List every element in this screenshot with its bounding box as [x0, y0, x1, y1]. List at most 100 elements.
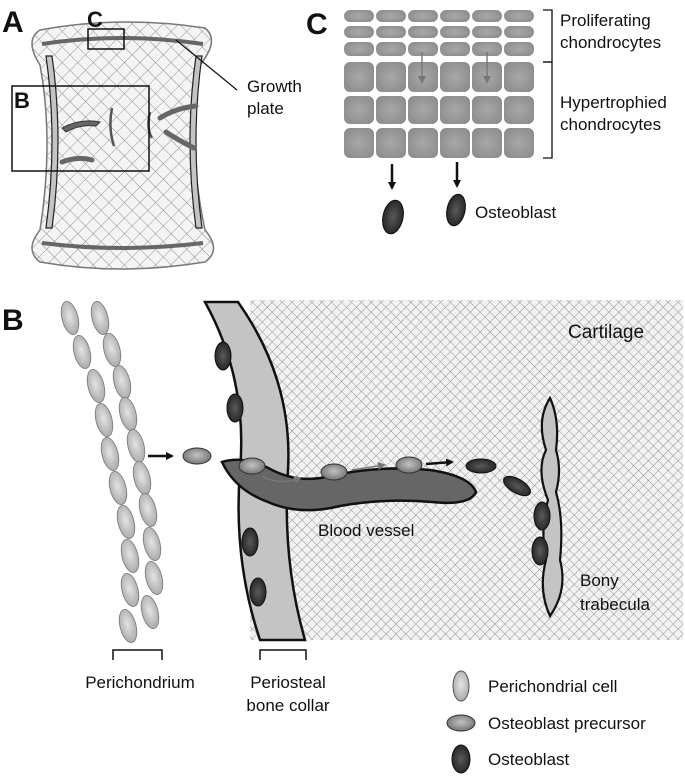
box-b-label: B	[14, 88, 30, 113]
chondrocyte-r0-c0	[344, 10, 374, 22]
collar-osteoblast-4	[249, 577, 267, 607]
chondrocyte-r4-c3	[440, 96, 470, 124]
perichondrial-cell-1-4	[126, 428, 146, 464]
perichondrial-cell-1-1	[102, 332, 122, 368]
chondrocyte-r1-c0	[344, 26, 374, 38]
perichondrial-cell-0-7	[120, 538, 140, 574]
legend-perichondrial-label: Perichondrial cell	[488, 677, 617, 696]
collar-left	[45, 55, 59, 229]
perichondrial-cell-0-9	[118, 608, 138, 644]
legend-perichondrial-swatch	[452, 670, 470, 702]
chondrocyte-r5-c4	[472, 128, 502, 158]
chondrocyte-r1-c2	[408, 26, 438, 38]
proliferating-label-1: Proliferating	[560, 11, 651, 30]
precursor-b-3	[320, 463, 348, 481]
legend-precursor-swatch	[446, 714, 476, 732]
legend-osteoblast-swatch	[451, 744, 471, 774]
growth-plate-bottom	[41, 241, 204, 250]
hypertrophied-label-1: Hypertrophied	[560, 93, 667, 112]
growth-plate-label-1: Growth	[247, 77, 302, 96]
chondrocyte-r5-c5	[504, 128, 534, 158]
growth-plate-top	[41, 36, 204, 46]
osteoblast-c-2	[446, 193, 466, 227]
chondrocyte-r1-c1	[376, 26, 406, 38]
vessel-a-3	[109, 107, 116, 147]
periosteal-label-1: Periosteal	[250, 673, 326, 692]
panel-a-label: A	[2, 6, 24, 39]
chondrocyte-r5-c0	[344, 128, 374, 158]
panel-c: C Proliferating chondrocytes Hypertrophi…	[306, 8, 667, 235]
differentiation-arrow	[425, 458, 454, 467]
chondrocyte-r3-c2	[408, 62, 438, 92]
chondrocyte-r5-c3	[440, 128, 470, 158]
vessel-a-2	[59, 155, 95, 165]
bony-trabecula	[540, 395, 564, 619]
chondrocyte-r4-c2	[408, 96, 438, 124]
perichondrial-cell-1-9	[140, 594, 160, 630]
chondrocyte-r0-c3	[440, 10, 470, 22]
perichondrial-cell-1-8	[144, 560, 164, 596]
bony-trabecula-label-2: trabecula	[580, 595, 650, 614]
long-bone-outline	[31, 21, 215, 270]
perichondrial-cell-0-1	[72, 334, 92, 370]
collar-osteoblast-3	[241, 527, 259, 557]
perichondrial-cell-0-6	[116, 504, 136, 540]
chondrocyte-r0-c5	[504, 10, 534, 22]
chondrocyte-r1-c4	[472, 26, 502, 38]
osteoblast-b-4	[531, 536, 549, 566]
bracket-perichondrium	[112, 649, 163, 660]
bony-trabecula-label-1: Bony	[580, 571, 619, 590]
chondrocyte-r2-c3	[440, 42, 470, 56]
chondrocyte-r0-c2	[408, 10, 438, 22]
perichondrial-cell-0-0	[60, 300, 80, 336]
precursor-b-2	[238, 457, 266, 475]
panel-a: A C B Growth plate	[2, 6, 302, 270]
hypertrophied-label-2: chondrocytes	[560, 115, 661, 134]
chondrocyte-r5-c2	[408, 128, 438, 158]
collar-right	[189, 55, 203, 229]
chondrocyte-r4-c0	[344, 96, 374, 124]
bracket-proliferating	[543, 9, 553, 63]
collar-osteoblast-1	[214, 341, 232, 371]
box-c-indicator	[87, 28, 125, 50]
perichondrial-cell-0-5	[108, 470, 128, 506]
perichondrial-cell-0-2	[86, 368, 106, 404]
perichondrium-label: Perichondrium	[85, 673, 195, 692]
panel-b-label: B	[2, 304, 24, 337]
growth-plate-label-2: plate	[247, 99, 284, 118]
precursor-path-arrow	[261, 475, 302, 484]
legend-osteoblast-label: Osteoblast	[488, 750, 570, 769]
bracket-bone-collar	[259, 649, 307, 660]
vessel-a-6	[163, 129, 197, 151]
chondrocyte-r2-c5	[504, 42, 534, 56]
perichondrial-cell-1-7	[142, 526, 162, 562]
cartilage-label: Cartilage	[568, 322, 644, 343]
chondrocyte-r3-c1	[376, 62, 406, 92]
chondrocyte-r2-c1	[376, 42, 406, 56]
osteoblast-b-1	[465, 458, 497, 474]
perichondrial-cell-0-8	[120, 572, 140, 608]
perichondrium-cells	[60, 300, 164, 644]
vessel-a-5	[157, 103, 199, 121]
perichondrial-cell-1-6	[138, 492, 158, 528]
blood-vessel-label: Blood vessel	[318, 521, 414, 540]
panel-c-label: C	[306, 8, 328, 41]
precursor-b-4	[395, 456, 423, 474]
collar-osteoblast-2	[226, 393, 244, 423]
chondrocyte-r0-c1	[376, 10, 406, 22]
osteoblast-c-1	[382, 199, 404, 235]
precursor-b-1	[182, 447, 212, 465]
chondrocyte-r1-c3	[440, 26, 470, 38]
chondrocyte-r2-c2	[408, 42, 438, 56]
chondrocyte-r0-c4	[472, 10, 502, 22]
perichondrial-cell-1-2	[112, 364, 132, 400]
chondrocyte-r4-c5	[504, 96, 534, 124]
perichondrial-cell-1-0	[90, 300, 110, 336]
precursor-arrow-grey	[351, 461, 386, 471]
legend-precursor-label: Osteoblast precursor	[488, 714, 646, 733]
chondrocyte-r2-c0	[344, 42, 374, 56]
periosteal-label-2: bone collar	[246, 696, 330, 715]
chondrocyte-r1-c5	[504, 26, 534, 38]
chondrocyte-r3-c0	[344, 62, 374, 92]
